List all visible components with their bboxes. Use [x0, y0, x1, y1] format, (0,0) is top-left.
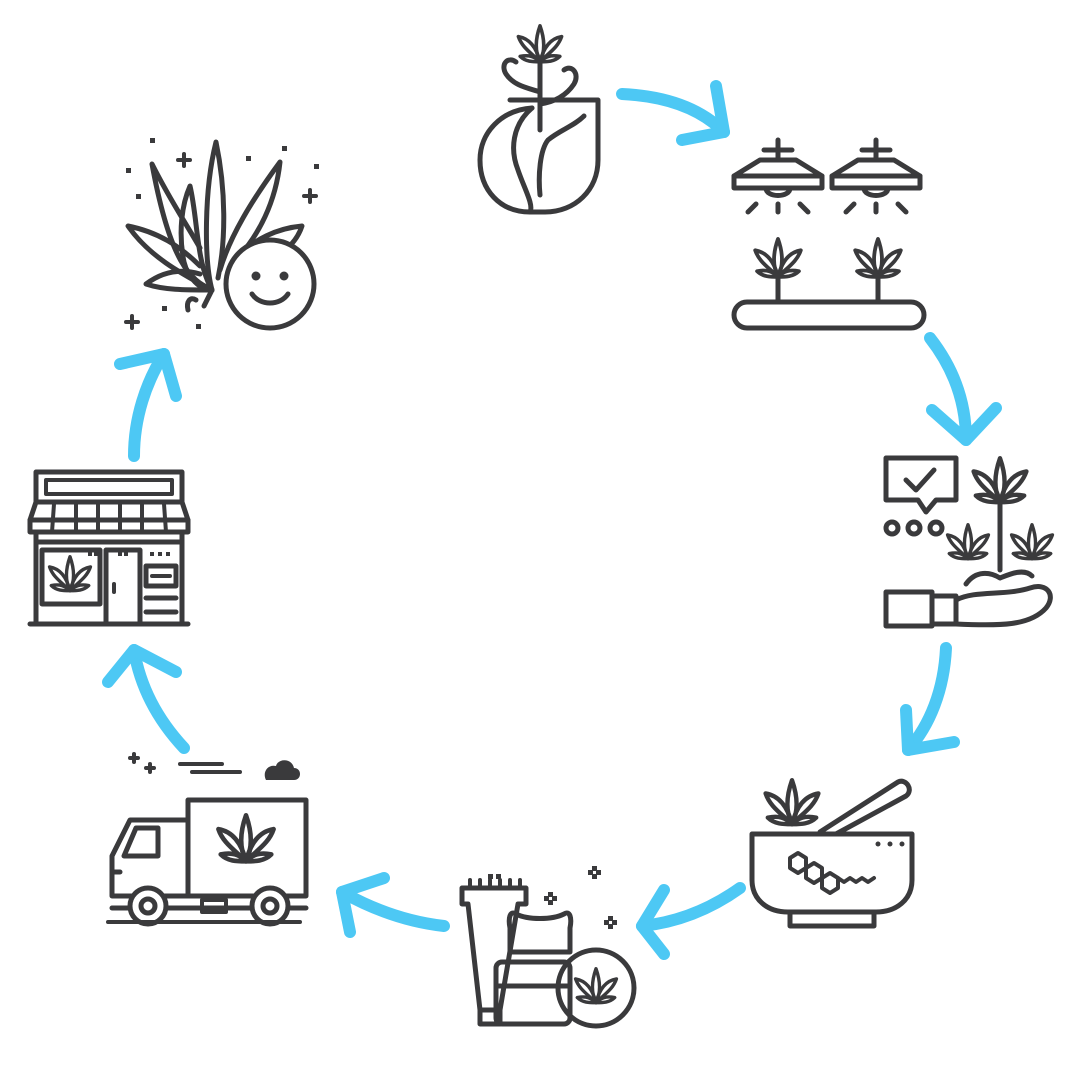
- arrow-seedling-to-lights: [616, 80, 730, 146]
- seedling-pot-icon: [477, 23, 601, 215]
- mortar-extraction-icon: [749, 780, 915, 929]
- lamp-right: [829, 137, 923, 215]
- arrow-store-to-consumer: [114, 348, 182, 462]
- arrow-products-to-truck: [336, 872, 450, 938]
- harvest-quality-check-icon: [883, 455, 1055, 629]
- arrow-harvest-to-extraction: [900, 642, 960, 756]
- grow-lights-icon: [731, 137, 927, 331]
- arrow-extraction-to-products: [636, 882, 746, 960]
- cbd-products-icon: [459, 866, 637, 1029]
- lamp-left: [731, 137, 825, 215]
- arrow-truck-to-store: [102, 644, 190, 754]
- happy-consumer-icon: [124, 138, 319, 331]
- delivery-truck-icon: [106, 752, 309, 927]
- cycle-arrows: [102, 80, 1002, 960]
- dispensary-store-icon: [27, 469, 191, 627]
- arrow-lights-to-harvest: [924, 332, 1002, 446]
